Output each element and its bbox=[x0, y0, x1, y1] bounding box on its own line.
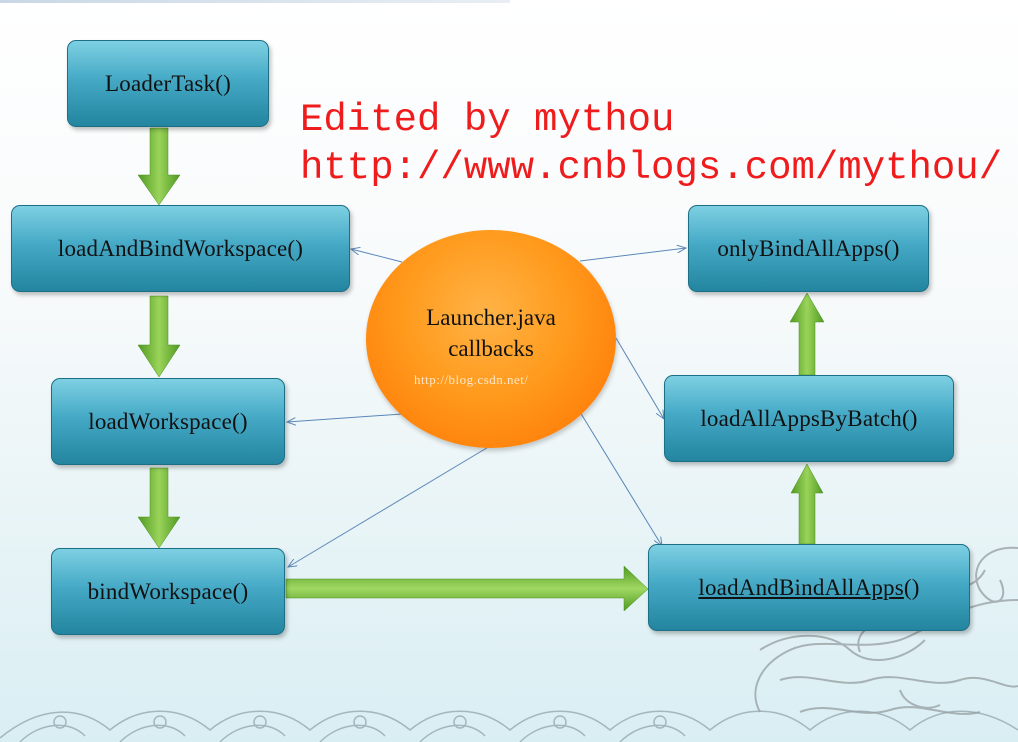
node-only-bind-all-apps: onlyBindAllApps() bbox=[688, 205, 929, 292]
node-load-all-apps-by-batch: loadAllAppsByBatch() bbox=[664, 375, 954, 462]
launcher-callbacks-circle: Launcher.java callbacks bbox=[366, 230, 616, 448]
node-loader-task-label: LoaderTask() bbox=[105, 70, 231, 96]
node-load-and-bind-workspace-label: loadAndBindWorkspace() bbox=[57, 235, 304, 261]
flow-arrow-loadworkspace-to-bindworkspace bbox=[137, 467, 181, 549]
launcher-callbacks-line2: callbacks bbox=[448, 336, 534, 361]
edited-by-line: Edited by mythou bbox=[300, 98, 675, 142]
node-bind-workspace-label: bindWorkspace() bbox=[87, 578, 249, 604]
node-load-workspace-label: loadWorkspace() bbox=[88, 408, 248, 434]
node-load-and-bind-all-apps-label: loadAndBindAllApps() bbox=[698, 575, 919, 601]
edited-by-url: http://www.cnblogs.com/mythou/ bbox=[300, 146, 1003, 190]
node-load-and-bind-all-apps-parens: () bbox=[903, 574, 920, 600]
node-bind-workspace: bindWorkspace() bbox=[51, 548, 285, 635]
flow-arrow-bindworkspace-to-loadandbindallapps bbox=[285, 565, 649, 612]
callback-line-to-loadallappsbybatch bbox=[615, 337, 664, 419]
top-band bbox=[0, 0, 510, 3]
flow-arrow-loadandbindallapps-to-loadallappsbybatch bbox=[790, 463, 824, 545]
launcher-callbacks-line1: Launcher.java bbox=[426, 305, 556, 330]
callback-line-to-bindworkspace bbox=[288, 445, 491, 567]
callback-line-to-onlybindallapps bbox=[579, 248, 686, 262]
edited-by-annotation: Edited by mythou http://www.cnblogs.com/… bbox=[300, 96, 1002, 192]
callback-line-to-loadandbindallapps bbox=[579, 411, 662, 546]
node-load-and-bind-all-apps: loadAndBindAllApps() bbox=[648, 544, 970, 631]
callback-line-to-loadandbindworkspace bbox=[351, 249, 403, 263]
flow-arrow-loadertask-to-loadandbindworkspace bbox=[137, 127, 181, 206]
flow-arrow-loadandbindworkspace-to-loadworkspace bbox=[137, 295, 181, 378]
node-load-and-bind-all-apps-name: loadAndBindAllApps bbox=[698, 574, 904, 600]
watermark-text: http://blog.csdn.net/ bbox=[414, 372, 529, 387]
callback-line-to-loadworkspace bbox=[287, 413, 403, 422]
node-only-bind-all-apps-label: onlyBindAllApps() bbox=[717, 235, 900, 261]
node-load-and-bind-workspace: loadAndBindWorkspace() bbox=[11, 205, 350, 292]
flow-arrow-loadallappsbybatch-to-onlybindallapps bbox=[789, 292, 825, 376]
node-load-workspace: loadWorkspace() bbox=[51, 378, 285, 465]
node-loader-task: LoaderTask() bbox=[67, 40, 269, 127]
node-load-all-apps-by-batch-label: loadAllAppsByBatch() bbox=[700, 405, 918, 431]
